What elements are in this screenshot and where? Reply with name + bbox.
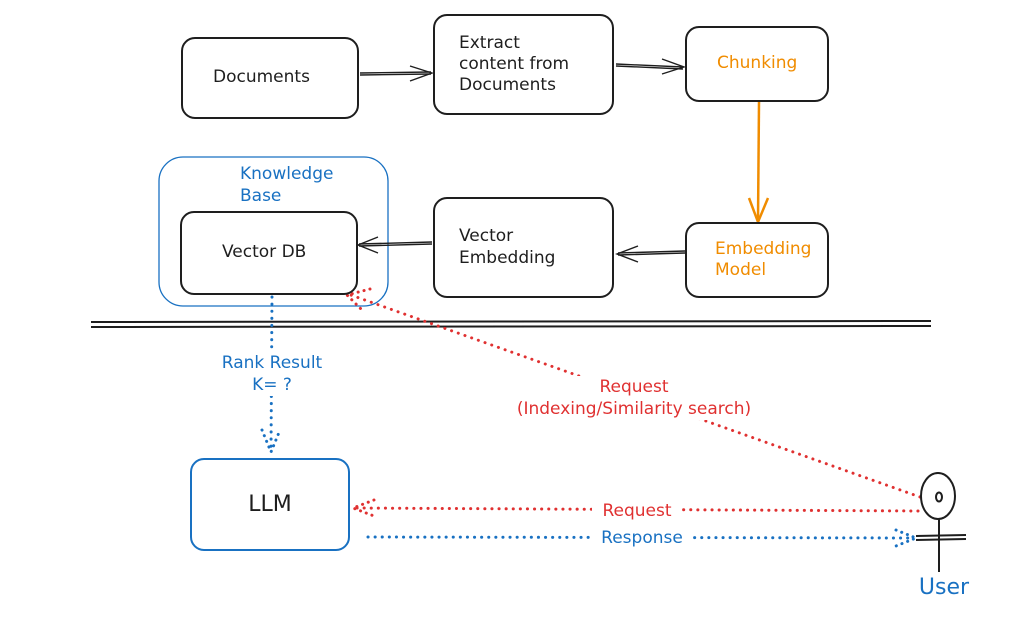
arrow-user-to-vector-db [344, 287, 922, 499]
node-llm: LLM [190, 458, 350, 551]
node-chunking-label: Chunking [717, 53, 798, 74]
node-documents-label: Documents [213, 67, 310, 88]
knowledge-base-label: Knowledge Base [240, 164, 334, 207]
node-vector-db: Vector DB [180, 211, 358, 295]
node-vector-embedding: Vector Embedding [433, 197, 614, 298]
node-extract-content: Extract content from Documents [433, 14, 614, 115]
arrow-documents-to-extract [359, 65, 435, 82]
node-user-label: User [918, 575, 970, 600]
node-documents: Documents [181, 37, 359, 119]
edge-label-request-indexing: Request (Indexing/Similarity search) [495, 376, 773, 421]
node-vector-embedding-label: Vector Embedding [459, 226, 556, 268]
arrow-chunking-to-embedding-model [747, 101, 770, 226]
edge-label-request: Request [592, 500, 682, 523]
node-vector-db-label: Vector DB [222, 242, 307, 263]
separator-line-top [90, 320, 932, 323]
node-llm-label: LLM [248, 491, 292, 517]
arrow-embedding-model-to-vector-embedding [615, 245, 686, 263]
edge-label-rank-result: Rank Result K= ? [210, 352, 334, 397]
arrow-user-to-llm-request [348, 498, 920, 518]
node-embedding-model: Embedding Model [685, 222, 829, 298]
user-figure-icon [915, 472, 967, 572]
arrow-extract-to-chunking [615, 58, 687, 75]
node-embedding-model-label: Embedding Model [715, 238, 812, 280]
arrow-vector-embedding-to-vector-db [356, 236, 433, 254]
arrow-llm-to-user-response [366, 528, 921, 548]
node-extract-content-label: Extract content from Documents [459, 32, 570, 96]
separator-line-bottom [90, 325, 932, 328]
node-chunking: Chunking [685, 26, 829, 102]
knowledge-base-container [158, 156, 389, 307]
edge-label-response: Response [592, 527, 692, 550]
